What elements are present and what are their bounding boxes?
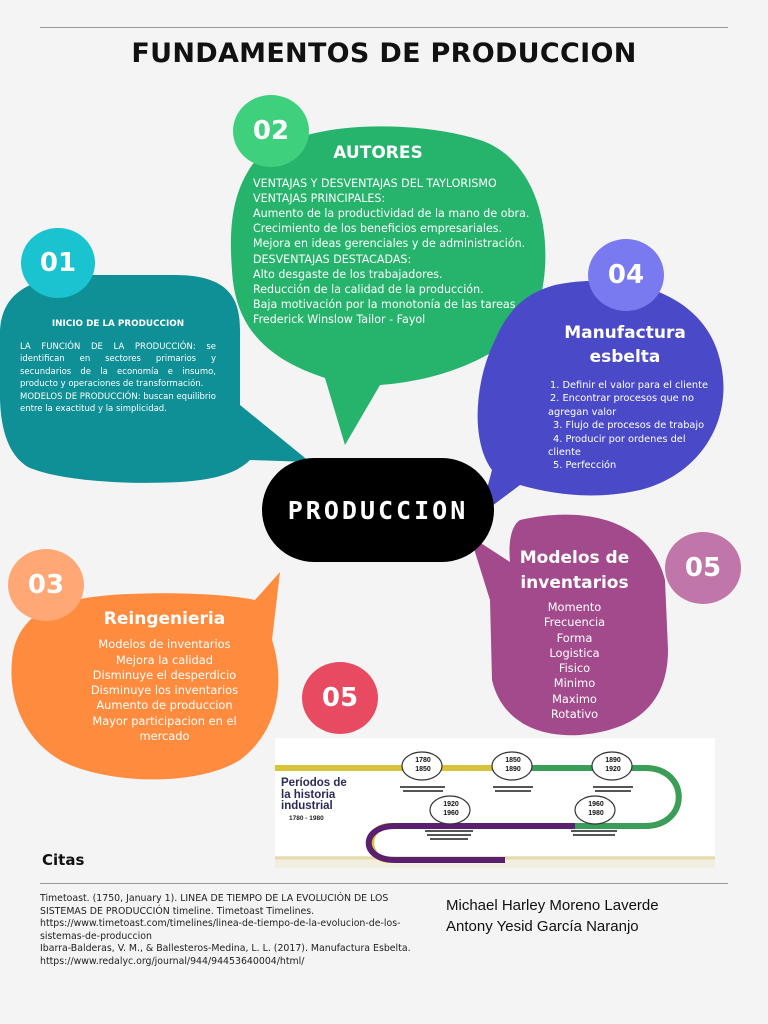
node-03-item: Mayor participacion en el [92, 713, 237, 728]
node-01-p2: MODELOS DE PRODUCCIÓN: buscan equilibrio… [20, 391, 216, 415]
timeline-range: 1780 - 1980 [289, 815, 324, 822]
author-name: Michael Harley Moreno Laverde [446, 897, 659, 914]
citation-line: https://www.timetoast.com/timelines/line… [40, 918, 401, 930]
node-02-content: AUTORES VENTAJAS Y DESVENTAJAS DEL TAYLO… [253, 143, 543, 327]
node-01-p1: LA FUNCIÓN DE LA PRODUCCIÓN: se identifi… [20, 341, 216, 390]
node-04-step: 4. Producir por ordenes del [553, 433, 686, 445]
node-02-line: Frederick Winslow Tailor - Fayol [253, 312, 426, 326]
node-02-line: DESVENTAJAS DESTACADAS: [253, 252, 412, 266]
citation-line: SISTEMAS DE PRODUCCIÓN timeline. Timetoa… [40, 905, 315, 917]
timeline-title: Períodos de la historia industrial [281, 777, 347, 812]
node-04-step: 3. Flujo de procesos de trabajo [553, 420, 705, 432]
timeline-period: 1850 1890 [505, 757, 521, 773]
timeline-period: 1890 1920 [605, 757, 621, 773]
node-05a-item: Maximo [552, 691, 597, 706]
node-02-line: Crecimiento de los beneficios empresaria… [253, 222, 503, 236]
node-05a-heading-2: inventarios [520, 573, 629, 593]
citas-heading: Citas [42, 851, 85, 869]
node-02-line: Baja motivación por la monotonía de las … [253, 297, 516, 311]
bubble-manufactura [477, 280, 724, 515]
center-node: PRODUCCION [262, 458, 494, 562]
node-05a-item: Frecuencia [543, 615, 606, 630]
node-03-item: Disminuye los inventarios [90, 683, 239, 698]
node-02-line: Alto desgaste de los trabajadores. [253, 267, 443, 281]
node-04-step: 2. Encontrar procesos que no [550, 393, 694, 405]
bubble-autores [230, 126, 546, 445]
node-04-heading-2: esbelta [589, 347, 661, 367]
node-05a-item: Fisico [558, 661, 591, 676]
node-03-item: Disminuye el desperdicio [92, 667, 237, 682]
node-04-step: agregan valor [548, 406, 617, 418]
citas-list: Timetoast. (1750, January 1). LINEA DE T… [40, 893, 420, 969]
bubble-reingenieria [11, 572, 280, 780]
node-05a-item: Logistica [549, 645, 600, 660]
node-02-number: 02 [233, 95, 309, 167]
node-03-content: Reingenieria Modelos de inventarios Mejo… [62, 609, 267, 744]
center-label: PRODUCCION [287, 495, 469, 525]
bubble-inicio [0, 275, 310, 483]
node-03-item: Modelos de inventarios [98, 637, 231, 652]
author-name: Antony Yesid García Naranjo [446, 918, 639, 935]
node-05a-item: Forma [556, 630, 593, 645]
node-01-heading: INICIO DE LA PRODUCCION [51, 319, 185, 329]
page-title: FUNDAMENTOS DE PRODUCCION [131, 38, 637, 69]
citation-line: https://www.redalyc.org/journal/944/9445… [40, 955, 305, 967]
node-04-step: cliente [548, 447, 581, 459]
node-03-heading: Reingenieria [103, 609, 226, 629]
node-02-line: Reducción de la calidad de la producción… [253, 282, 484, 296]
timeline-period: 1920 1960 [443, 801, 459, 817]
timeline-period: 1780 1850 [415, 757, 431, 773]
node-01-content: INICIO DE LA PRODUCCION LA FUNCIÓN DE LA… [20, 318, 216, 416]
top-divider [40, 27, 728, 28]
node-02-line: VENTAJAS PRINCIPALES: [253, 192, 386, 206]
node-04-step: 1. Definir el valor para el cliente [550, 380, 708, 391]
node-02-line: Mejora en ideas gerenciales y de adminis… [253, 237, 526, 251]
timeline-period: 1960 1980 [588, 801, 604, 817]
citation-line: sistemas-de-produccion [40, 930, 152, 942]
node-04-step: 5. Perfección [553, 460, 617, 472]
authors: Michael Harley Moreno Laverde Antony Yes… [446, 895, 659, 937]
citation-line: Ibarra-Balderas, V. M., & Ballesteros-Me… [40, 943, 411, 955]
node-05a-item: Rotativo [550, 707, 599, 722]
node-05a-heading-1: Modelos de [519, 548, 630, 568]
node-05a-item: Momento [547, 600, 602, 614]
node-02-heading: AUTORES [333, 143, 423, 163]
node-02-line: Aumento de la productividad de la mano d… [253, 207, 530, 221]
node-02-line: VENTAJAS Y DESVENTAJAS DEL TAYLORISMO [253, 177, 497, 191]
node-03-item: Mejora la calidad [115, 652, 214, 667]
timeline-graphic [275, 738, 715, 868]
node-04-heading-1: Manufactura [564, 323, 686, 343]
node-03-number: 03 [8, 549, 84, 621]
bubble-modelos [470, 514, 668, 736]
node-03-item: mercado [139, 729, 190, 744]
node-01-number: 01 [21, 228, 95, 298]
node-04-content: Manufactura esbelta 1. Definir el valor … [540, 321, 710, 473]
node-04-number: 04 [588, 239, 664, 311]
node-05b-number: 05 [302, 662, 378, 734]
node-05a-item: Minimo [553, 676, 596, 691]
node-05a-content: Modelos de inventarios Momento Frecuenci… [497, 546, 652, 722]
node-05a-number: 05 [665, 532, 741, 604]
timeline-image: Períodos de la historia industrial 1780 … [275, 738, 715, 868]
citas-divider [40, 883, 728, 884]
node-03-item: Aumento de produccion [96, 698, 233, 713]
citation-line: Timetoast. (1750, January 1). LINEA DE T… [40, 893, 389, 904]
